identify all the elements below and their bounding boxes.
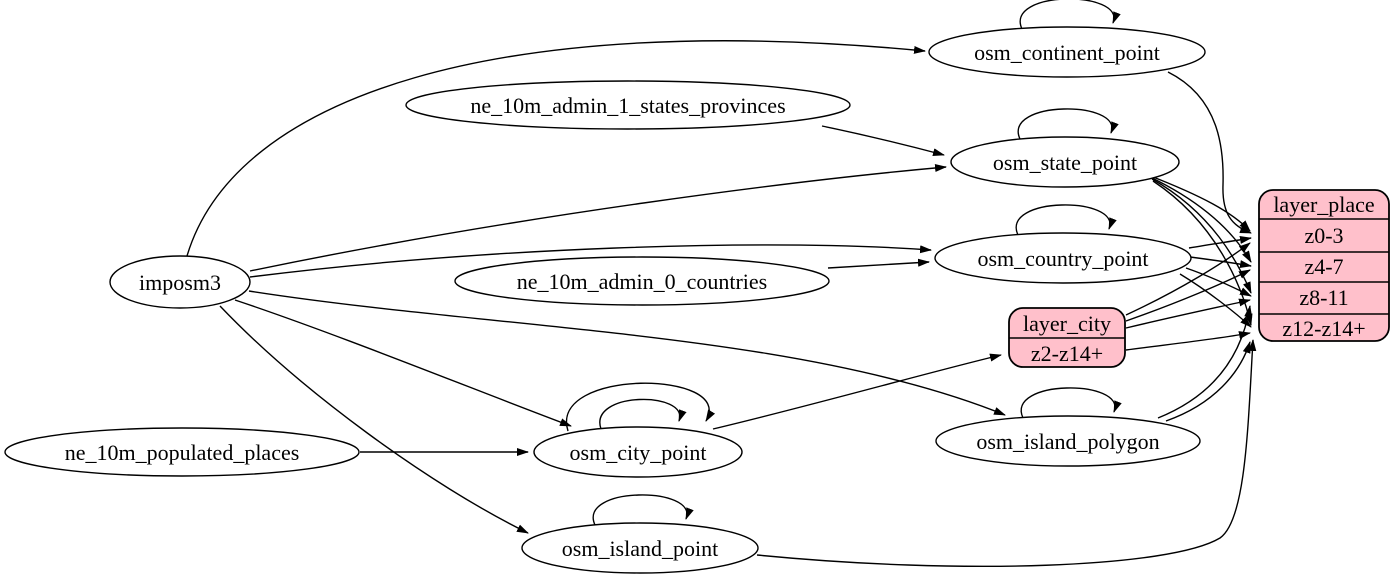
edge-layer_city-layer_place-z4-7 xyxy=(1125,269,1251,322)
osm_island_point-ellipse xyxy=(521,522,759,574)
node-osm_continent_point: osm_continent_point xyxy=(928,26,1206,78)
edge-osm_island_polygon-layer_place-z12-z14 xyxy=(1165,341,1251,422)
edge-ne_10m_admin_1_states_provinces-osm_state_point xyxy=(821,125,945,157)
osm_island_polygon-label: osm_island_polygon xyxy=(976,429,1159,454)
node-osm_city_point: osm_city_point xyxy=(533,426,743,478)
layer_place-row-z8-11: z8-11 xyxy=(1299,285,1348,310)
layer_place-row-z12-z14: z12-z14+ xyxy=(1282,316,1365,341)
selfloop-osm_city_point-inner xyxy=(599,398,687,430)
edge-osm_state_point-layer_place-z0-3 xyxy=(1147,174,1251,232)
edge-osm_country_point-layer_place-z8-11 xyxy=(1185,267,1252,297)
edge-imposm3-osm_island_point xyxy=(219,305,529,534)
layer_place-row-z4-7: z4-7 xyxy=(1304,254,1343,279)
edge-imposm3-osm_state_point xyxy=(249,163,947,272)
layer_place-title: layer_place xyxy=(1273,192,1374,217)
node-ne_10m_admin_1_states_provinces: ne_10m_admin_1_states_provinces xyxy=(405,80,851,130)
record-layer_place: layer_place z0-3 z4-7 z8-11 z12-z14+ xyxy=(1258,189,1390,342)
osm_city_point-label: osm_city_point xyxy=(570,440,707,465)
edge-imposm3-osm_country_point xyxy=(249,244,932,278)
osm_state_point-ellipse xyxy=(950,136,1180,188)
node-osm_island_point: osm_island_point xyxy=(521,522,759,574)
osm_island_point-label: osm_island_point xyxy=(562,536,718,561)
node-ne_10m_populated_places: ne_10m_populated_places xyxy=(4,427,360,477)
layer_city-row-z2-z14: z2-z14+ xyxy=(1031,341,1103,366)
record-layer_city: layer_city z2-z14+ xyxy=(1008,307,1126,368)
imposm3-ellipse xyxy=(109,255,251,309)
edge-osm_country_point-layer_place-z4-7 xyxy=(1189,256,1252,269)
node-osm_country_point: osm_country_point xyxy=(934,232,1192,284)
layer_place-box xyxy=(1258,189,1390,342)
edge-ne_10m_admin_0_countries-osm_country_point xyxy=(827,258,930,269)
node-ne_10m_admin_0_countries: ne_10m_admin_0_countries xyxy=(454,256,830,306)
selfloop-osm_country_point xyxy=(1015,204,1117,236)
edge-osm_island_point-layer_place-z12-z14 xyxy=(756,339,1257,567)
ne_10m_admin_0_countries-label: ne_10m_admin_0_countries xyxy=(517,269,768,294)
selfloop-osm_state_point xyxy=(1017,108,1119,140)
imposm3-label: imposm3 xyxy=(139,270,221,295)
osm_state_point-label: osm_state_point xyxy=(993,150,1137,175)
osm_continent_point-ellipse xyxy=(928,26,1206,78)
edge-osm_island_polygon-layer_place-z8-11 xyxy=(1157,305,1253,419)
edge-layer_city-layer_place-z0-3 xyxy=(1125,242,1251,316)
ne_10m_admin_0_countries-ellipse xyxy=(454,256,830,306)
edge-osm_state_point-layer_place-z8-11 xyxy=(1151,178,1252,294)
edge-osm_state_point-layer_place-z4-7 xyxy=(1149,176,1252,263)
ne_10m_admin_1_states_provinces-label: ne_10m_admin_1_states_provinces xyxy=(470,93,785,118)
selfloop-osm_continent_point xyxy=(1019,0,1121,30)
ne_10m_populated_places-label: ne_10m_populated_places xyxy=(65,440,300,465)
osm_country_point-label: osm_country_point xyxy=(977,246,1148,271)
edge-layer_city-layer_place-z8-11 xyxy=(1125,298,1251,329)
osm_continent_point-label: osm_continent_point xyxy=(974,40,1160,65)
layer_city-title: layer_city xyxy=(1023,311,1111,336)
node-osm_island_polygon: osm_island_polygon xyxy=(935,415,1201,467)
edge-imposm3-osm_continent_point xyxy=(186,40,926,257)
selfloop-osm_island_point xyxy=(592,494,694,526)
osm_city_point-ellipse xyxy=(533,426,743,478)
edge-imposm3-osm_island_polygon xyxy=(248,290,1006,416)
node-osm_state_point: osm_state_point xyxy=(950,136,1180,188)
edge-osm_continent_point-layer_place-z0-3 xyxy=(1167,71,1252,234)
edge-imposm3-osm_city_point xyxy=(234,299,572,427)
osm_country_point-ellipse xyxy=(934,232,1192,284)
selfloop-osm_island_polygon xyxy=(1020,387,1122,419)
edge-osm_city_point-layer_city xyxy=(712,353,1002,430)
edge-layer_city-layer_place-z12-z14 xyxy=(1125,331,1251,351)
selfloop-osm_city_point-outer xyxy=(565,382,716,432)
layer_place-row-z0-3: z0-3 xyxy=(1304,223,1343,248)
node-imposm3: imposm3 xyxy=(109,255,251,309)
edge-osm_country_point-layer_place-z0-3 xyxy=(1188,235,1252,249)
osm_island_polygon-ellipse xyxy=(935,415,1201,467)
edges-group xyxy=(186,0,1257,567)
ne_10m_populated_places-ellipse xyxy=(4,427,360,477)
ne_10m_admin_1_states_provinces-ellipse xyxy=(405,80,851,130)
